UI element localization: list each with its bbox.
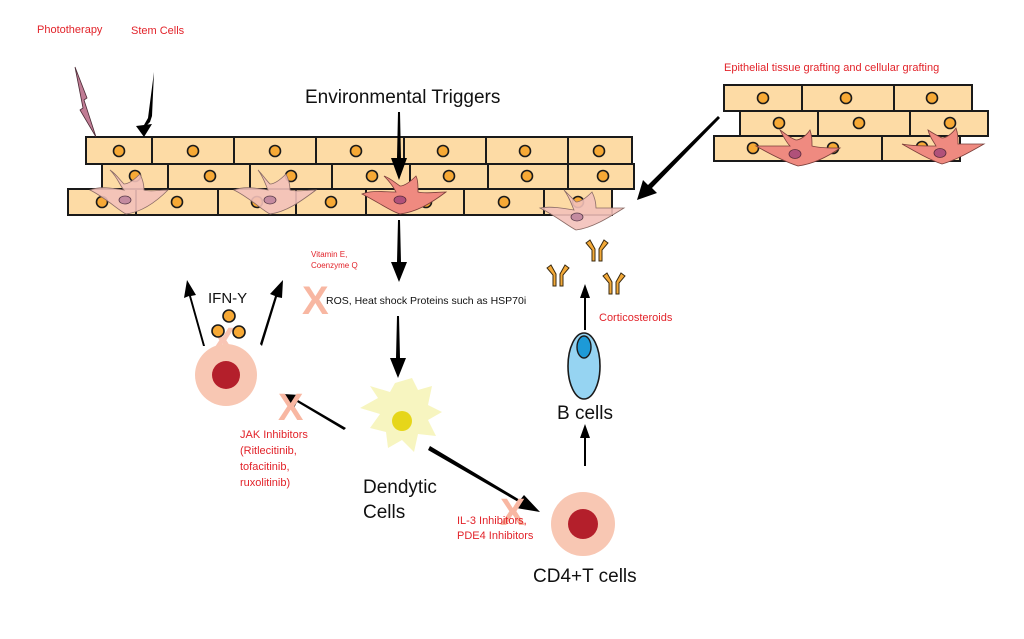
label-b-cells: B cells: [557, 403, 613, 424]
b-cell: [567, 332, 601, 400]
ifn-cytokines: [211, 309, 246, 339]
label-vitamin-e: Vitamin E, Coenzyme Q: [311, 250, 358, 270]
label-stem-cells: Stem Cells: [131, 25, 185, 37]
ifn-t-cell: [195, 309, 257, 406]
label-environmental-triggers: Environmental Triggers: [305, 87, 501, 108]
arrow-bcell-to-antibody: [580, 284, 590, 330]
antibody-icon: [546, 264, 570, 287]
label-grafting: Epithelial tissue grafting and cellular …: [724, 62, 940, 74]
arrow-cd4-to-bcell: [580, 424, 590, 466]
melanocyte-active: [361, 175, 448, 215]
graft-melanocyte-1: [754, 128, 842, 167]
graft-melanocyte-2: [901, 127, 986, 165]
label-il3-pde4-inhibitors: IL-3 Inhibitors, PDE4 Inhibitors: [457, 515, 534, 542]
arrow-to-ros: [391, 220, 407, 282]
arrow-dc-to-cd4: [428, 446, 540, 512]
block-x-il3: X: [500, 492, 526, 534]
antibodies: [546, 239, 626, 295]
arrow-ifn-left: [184, 280, 205, 346]
label-corticosteroids: Corticosteroids: [599, 312, 673, 324]
epidermis-tissue: [67, 136, 635, 231]
melanocyte-faded-1: [89, 169, 169, 215]
label-ros: ROS, Heat shock Proteins such as HSP70i: [326, 295, 527, 307]
arrow-graft: [637, 116, 720, 200]
lightning-bolt-icon: [74, 66, 97, 138]
arrow-stem-cells-tip: [136, 124, 152, 137]
cd4-t-cell: [551, 492, 615, 556]
label-cd4-t-cells: CD4+T cells: [533, 566, 637, 587]
label-jak-inhibitors: JAK Inhibitors (Ritlecitinib, tofacitini…: [240, 429, 308, 489]
block-x-jak: X: [278, 387, 304, 429]
graft-tissue: [713, 84, 989, 167]
melanocyte-faded-2: [233, 169, 318, 215]
label-phototherapy: Phototherapy: [37, 24, 103, 36]
antibody-icon: [602, 272, 626, 295]
arrow-environmental: [391, 112, 407, 180]
arrows: [136, 72, 720, 512]
block-x-vitamin-e: X: [302, 279, 329, 323]
label-ifn: IFN-Y: [208, 290, 248, 307]
dendritic-cell: [360, 378, 442, 452]
melanocyte-faded-3: [538, 189, 626, 231]
arrow-dc-to-ifn: [283, 394, 346, 430]
arrow-ifn-right: [260, 280, 283, 346]
brick-row-top: [85, 136, 633, 165]
label-dendritic-cells: Dendytic Cells: [363, 477, 437, 523]
arrow-ros-to-dc: [390, 316, 406, 378]
antibody-icon: [585, 239, 609, 262]
